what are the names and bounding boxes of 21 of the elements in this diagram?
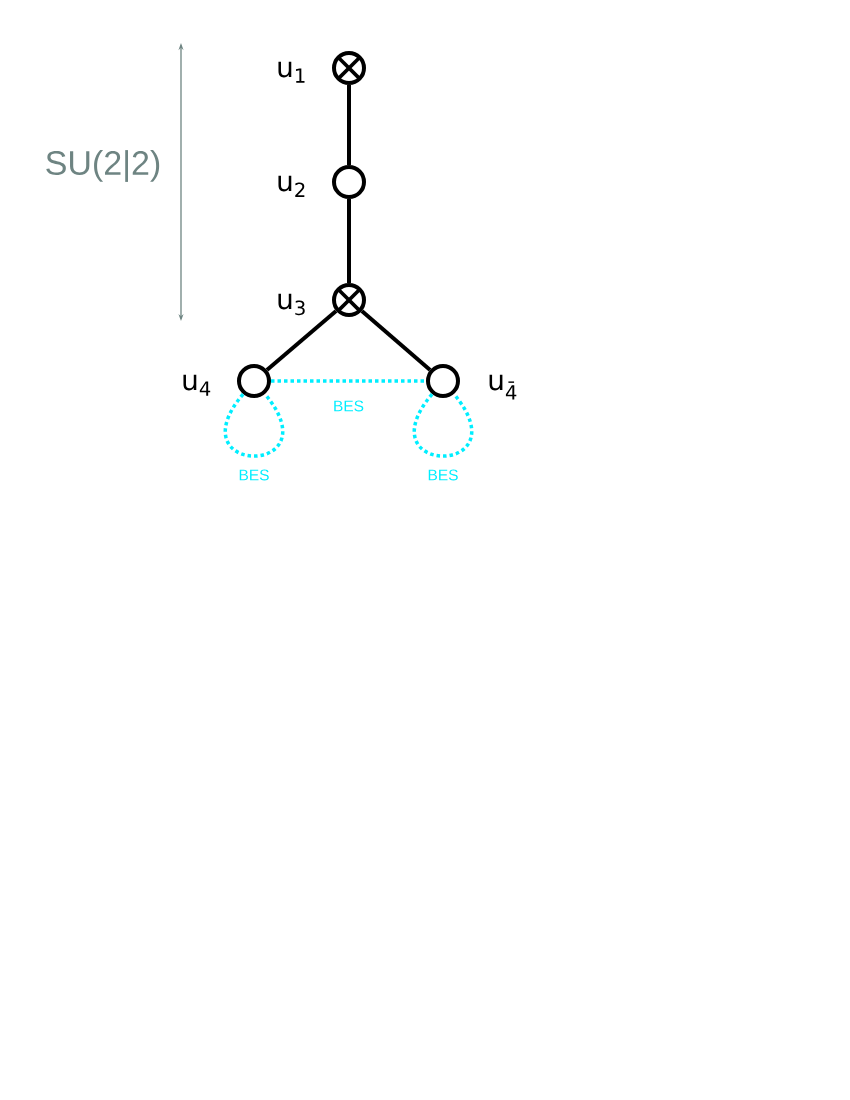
node-label: u$_{4̄}$ (489, 374, 517, 400)
edge-line (265, 309, 338, 372)
node-label: u$_{2}$ (278, 175, 305, 197)
edge-line (360, 309, 432, 372)
range-label: SU(2|2) (46, 150, 160, 182)
crossed-circle-node (332, 51, 366, 85)
dotted-line (271, 379, 426, 383)
edge-label: BES (237, 468, 271, 482)
circle-node (237, 364, 271, 398)
edge-label: BES (332, 399, 365, 413)
circle-node (332, 165, 366, 199)
dotted-loop (223, 393, 285, 458)
circle-node (426, 364, 460, 398)
crossed-circle-node (332, 283, 366, 317)
node-label: u$_{1}$ (278, 61, 305, 83)
edge-line (347, 199, 351, 283)
node-label: u$_{4}$ (183, 374, 211, 396)
dotted-loop (412, 393, 474, 458)
node-label: u$_{3}$ (278, 293, 305, 316)
edge-line (347, 85, 351, 165)
edge-label: BES (426, 468, 460, 482)
